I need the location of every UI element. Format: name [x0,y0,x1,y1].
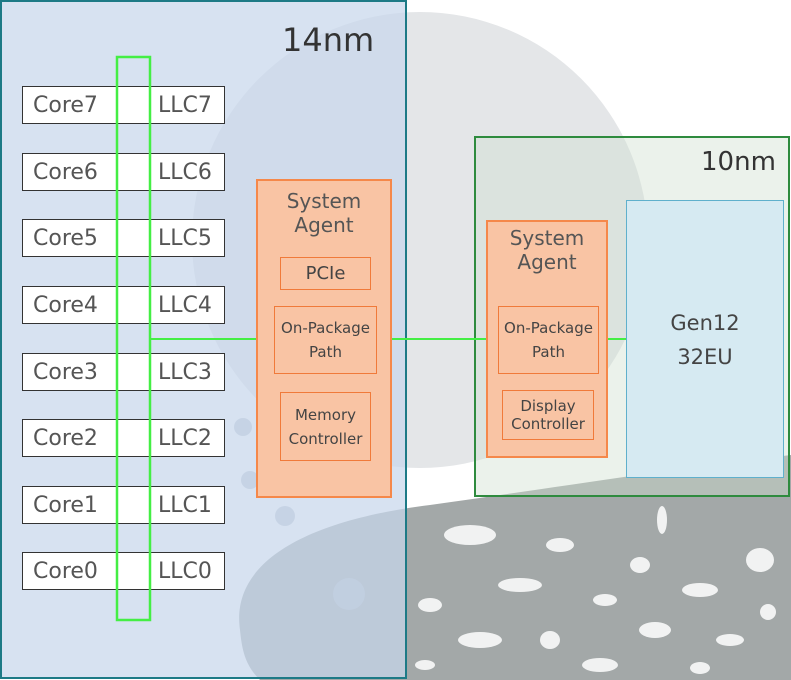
llc-label: LLC2 [158,426,212,451]
on-package-label-line1: On-Package [504,319,593,337]
core-row-6: Core6 LLC6 [22,153,225,191]
core-label: Core0 [33,559,98,584]
memory-controller-block: Memory Controller [280,392,371,461]
llc-label: LLC4 [158,293,212,318]
core-row-0: Core0 LLC0 [22,552,225,590]
llc-label: LLC1 [158,493,212,518]
system-agent-title-line2: Agent [294,213,354,237]
display-controller-label-line2: Controller [511,415,585,433]
system-agent-title-line1: System [286,189,362,213]
llc-label: LLC7 [158,93,212,118]
on-package-label-line2: Path [532,343,565,361]
gpu-label-line2: 32EU [677,345,733,369]
system-agent-title-line1: System [509,226,585,250]
core-label: Core1 [33,493,98,518]
core-row-2: Core2 LLC2 [22,419,225,457]
on-package-label-line1: On-Package [281,319,370,337]
core-row-4: Core4 LLC4 [22,286,225,324]
llc-label: LLC0 [158,559,212,584]
die-14nm-label: 14nm [282,21,375,59]
display-controller-label-line1: Display [520,397,576,415]
display-controller-block: Display Controller [502,390,594,440]
core-label: Core6 [33,160,98,185]
core-row-3: Core3 LLC3 [22,353,225,391]
rock-speckles [415,506,776,674]
system-agent-10nm: System Agent On-Package Path Display Con… [486,220,608,458]
die-10nm-label: 10nm [701,147,776,177]
core-label: Core4 [33,293,98,318]
on-package-path-block: On-Package Path [498,306,599,374]
core-label: Core3 [33,360,98,385]
system-agent-title-line2: Agent [517,250,577,274]
gpu-label-line1: Gen12 [670,311,740,335]
gpu-block: Gen12 32EU [626,200,784,478]
llc-label: LLC6 [158,160,212,185]
memory-controller-label-line2: Controller [288,429,363,448]
core-row-7: Core7 LLC7 [22,86,225,124]
core-label: Core2 [33,426,98,451]
on-package-path-block: On-Package Path [274,306,377,374]
ring-bus [115,55,152,622]
core-row-1: Core1 LLC1 [22,486,225,524]
pcie-block: PCIe [280,257,371,290]
core-label: Core5 [33,226,98,251]
core-label: Core7 [33,93,98,118]
llc-label: LLC5 [158,226,212,251]
system-agent-14nm: System Agent PCIe On-Package Path Memory… [256,179,392,498]
on-package-label-line2: Path [309,343,342,361]
memory-controller-label-line1: Memory [294,405,356,424]
pcie-label: PCIe [305,262,346,284]
llc-label: LLC3 [158,360,212,385]
core-row-5: Core5 LLC5 [22,219,225,257]
